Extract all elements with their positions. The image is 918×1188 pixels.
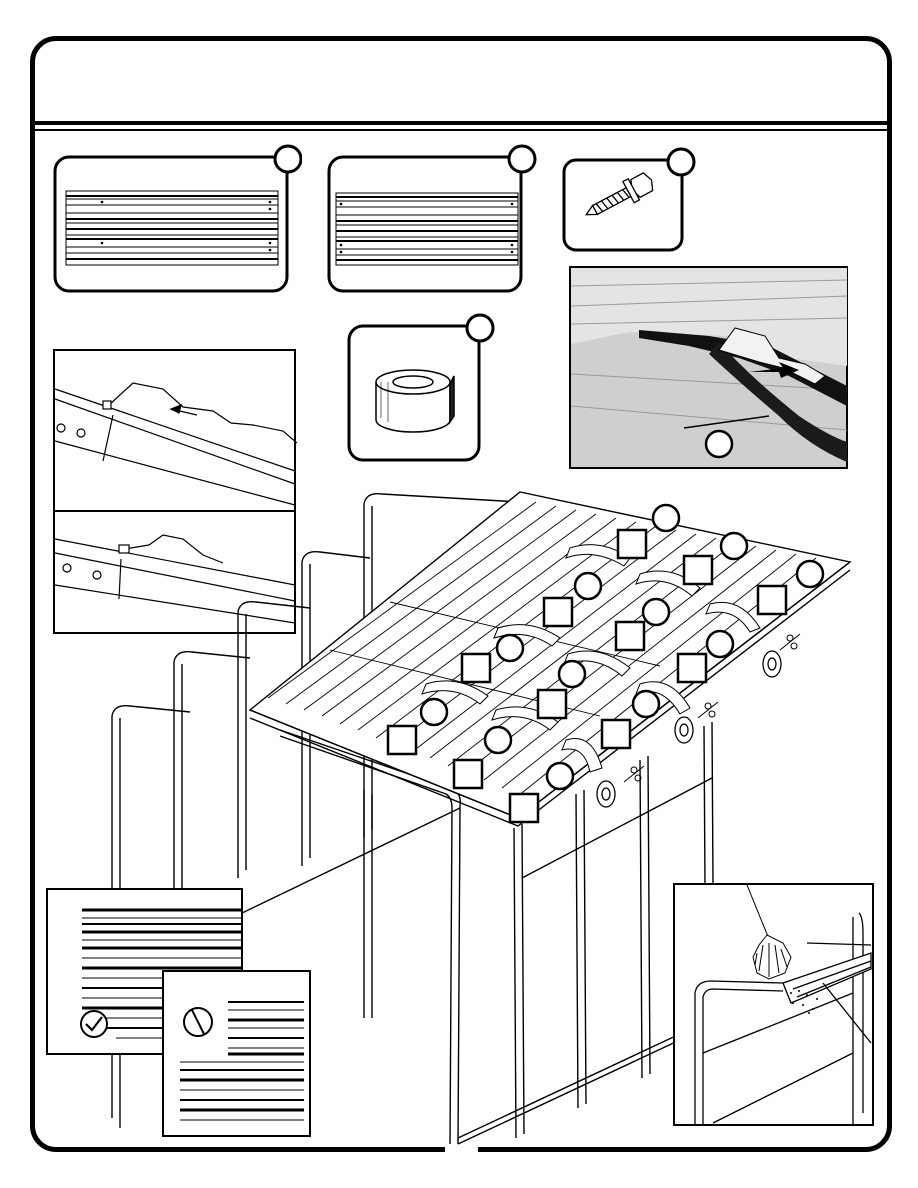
detail-inset-panel-profile [53, 349, 298, 635]
tape-roll-icon [347, 313, 495, 462]
part-box-screw [561, 146, 701, 256]
callout-circle [705, 629, 735, 659]
part-box-tape [346, 310, 506, 466]
page-number-gap [445, 1144, 478, 1156]
inset-sweep-roof [673, 883, 875, 1127]
screw-icon [562, 147, 696, 252]
callout-circle [419, 697, 449, 727]
circle-callouts [419, 503, 825, 791]
inset-incorrect-overlap [162, 970, 312, 1138]
callout-square [614, 620, 646, 652]
title-rule-thin [33, 129, 889, 131]
callout-square [452, 758, 484, 790]
callout-square [508, 792, 540, 824]
tape-strips [421, 544, 761, 773]
scissors-icon [623, 633, 801, 783]
callout-circle [631, 689, 661, 719]
callout-square [616, 528, 648, 560]
square-callouts [386, 528, 788, 824]
callout-circle [719, 531, 749, 561]
callout-square [460, 652, 492, 684]
roof-panel-icon [327, 144, 537, 293]
callout-circle [545, 761, 575, 791]
callout-square [682, 554, 714, 586]
tape-roll-icon [596, 650, 782, 808]
callout-square [542, 596, 574, 628]
callout-circle [795, 559, 825, 589]
roof-panel-icon [53, 144, 303, 293]
page-title [35, 41, 887, 121]
part-box-panel-b [326, 143, 546, 295]
callout-square [676, 652, 708, 684]
callout-circle [651, 503, 681, 533]
callout-square [600, 718, 632, 750]
part-box-panel-a [52, 143, 303, 295]
callout-circle [495, 633, 525, 663]
main-assembly-illustration [100, 478, 860, 1158]
callout-circle [483, 725, 513, 755]
callout-square [536, 688, 568, 720]
broom-icon [746, 884, 792, 980]
photo-inset-tape-overlap [569, 266, 849, 470]
callout-circle [641, 597, 671, 627]
callout-square [386, 724, 418, 756]
callout-circle [573, 571, 603, 601]
title-rule-thick [33, 121, 889, 125]
callout-square [756, 584, 788, 616]
callout-circle [557, 659, 587, 689]
checkmark-icon [80, 1010, 108, 1038]
